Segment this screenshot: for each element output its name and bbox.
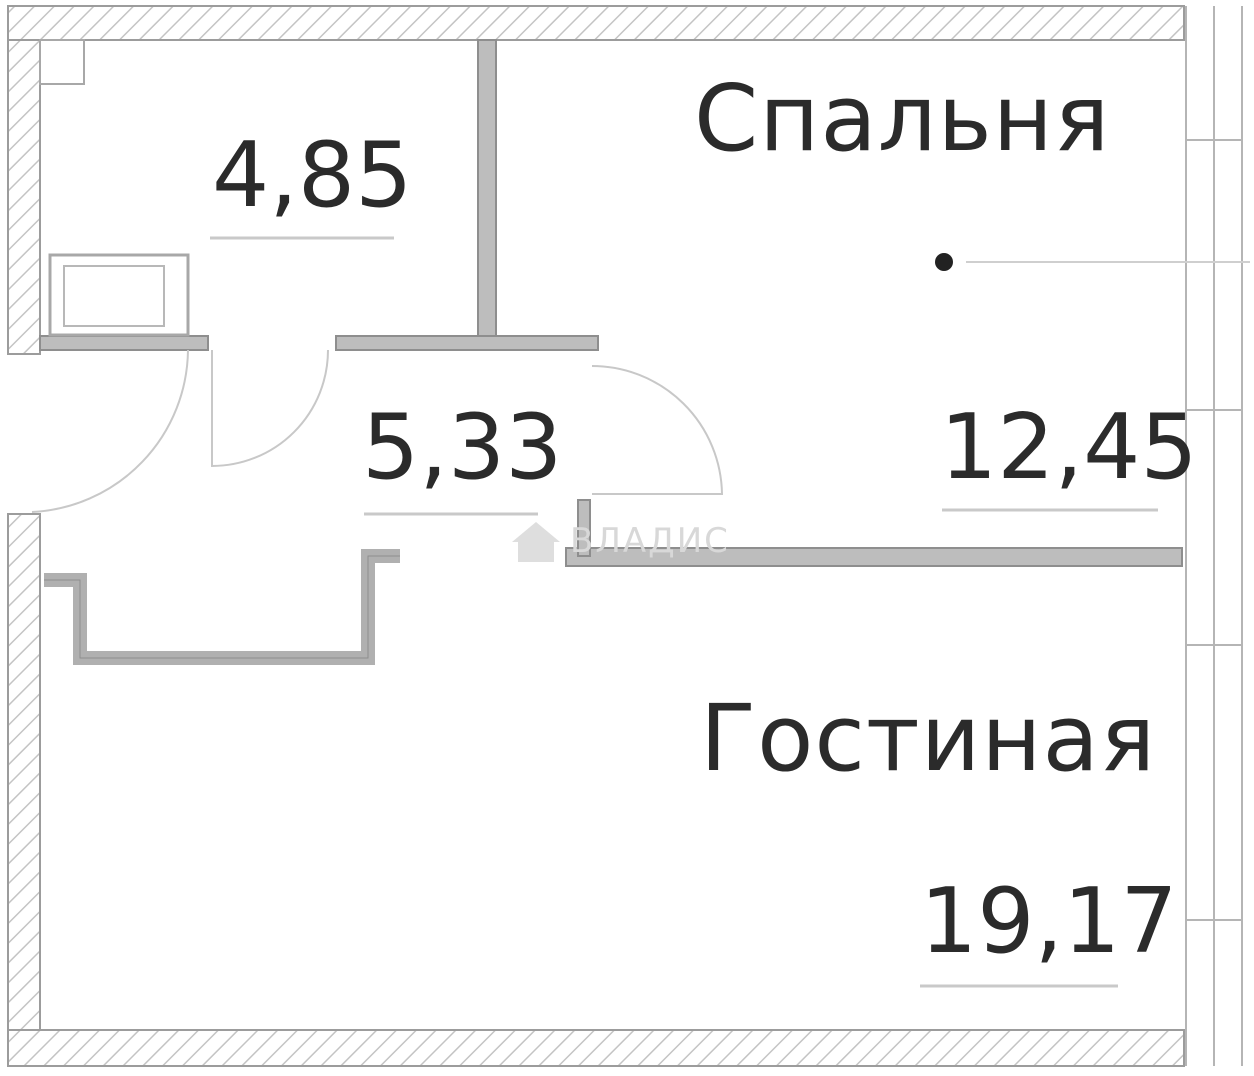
bathroom-bottom-wall-left: [39, 335, 209, 351]
bedroom-name: Спальня: [694, 65, 1110, 172]
watermark-text: ВЛАДИС: [570, 521, 730, 561]
right-window-wall: [1185, 6, 1243, 1066]
bathroom-area: 4,85: [212, 123, 412, 228]
bathroom-bedroom-wall: [477, 39, 497, 343]
bathroom-door-swing: [211, 349, 329, 468]
top-wall: [7, 5, 1185, 41]
living-area: 19,17: [920, 869, 1178, 974]
outer-walls: [7, 5, 1185, 1067]
closet-wall: [44, 549, 400, 665]
left-notch: [39, 39, 85, 85]
bedroom-door-swing: [591, 365, 724, 495]
bedroom-area: 12,45: [940, 395, 1198, 500]
door-swings: [31, 349, 724, 513]
room-labels: 4,85 5,33 Спальня 12,45 Гостиная 19,17: [210, 65, 1198, 988]
watermark: ВЛАДИС: [512, 521, 730, 562]
bedroom-living-wall: [565, 547, 1183, 567]
interior-walls: [39, 39, 1183, 665]
hallway-area: 5,33: [362, 395, 562, 500]
left-wall-upper: [7, 39, 41, 355]
living-name: Гостиная: [700, 685, 1156, 792]
socket-marker: [935, 253, 1250, 271]
house-icon: [512, 522, 560, 562]
entrance-door-swing: [31, 349, 189, 513]
hall-top-wall: [335, 335, 599, 351]
bottom-wall: [7, 1029, 1185, 1067]
door-jamb: [577, 499, 591, 557]
left-wall-lower: [7, 513, 41, 1031]
